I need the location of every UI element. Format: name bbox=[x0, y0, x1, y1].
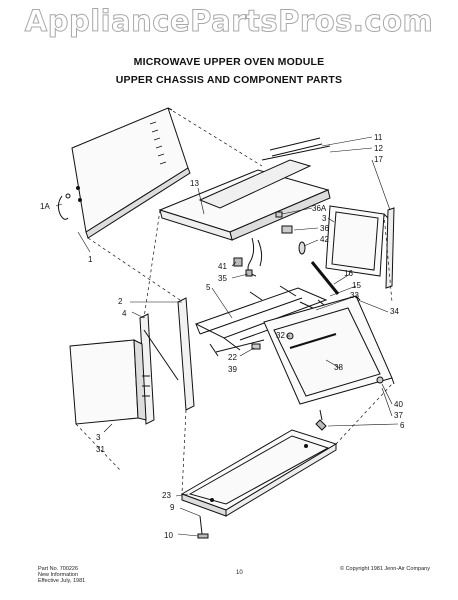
footer-effective-date: Effective July, 1981 bbox=[38, 578, 86, 584]
small-fasteners bbox=[251, 332, 384, 431]
footer-part-info: Part No. 700226 New Information Effectiv… bbox=[38, 566, 85, 584]
callout-23: 23 bbox=[162, 491, 171, 500]
callout-31: 31 bbox=[96, 445, 105, 454]
callout-labels: 11 12 17 13 1A 1 36A 3 36 42 41 35 16 15… bbox=[40, 133, 405, 540]
callout-3-left: 3 bbox=[96, 433, 101, 442]
callout-32: 32 bbox=[276, 331, 285, 340]
callout-33: 33 bbox=[350, 291, 359, 300]
callout-17: 17 bbox=[374, 155, 383, 164]
callout-39: 39 bbox=[228, 365, 237, 374]
right-side-panel bbox=[325, 205, 389, 277]
rod-16 bbox=[310, 261, 340, 295]
front-door-frame bbox=[263, 295, 395, 405]
callout-16: 16 bbox=[344, 269, 353, 278]
bracket-1a bbox=[57, 193, 71, 220]
callout-41: 41 bbox=[218, 262, 227, 271]
leader-lines bbox=[55, 136, 399, 537]
callout-2: 2 bbox=[118, 297, 123, 306]
guide-lines bbox=[75, 107, 393, 495]
foot-assembly bbox=[197, 515, 209, 539]
component-cluster bbox=[275, 211, 306, 255]
front-post-2 bbox=[177, 297, 195, 411]
callout-15: 15 bbox=[352, 281, 361, 290]
callout-9: 9 bbox=[170, 503, 175, 512]
callout-5: 5 bbox=[206, 283, 211, 292]
left-side-panel bbox=[69, 339, 150, 425]
callout-22: 22 bbox=[228, 353, 237, 362]
back-panel bbox=[71, 107, 191, 239]
footer-new-information: New Information bbox=[38, 572, 79, 578]
callout-1a: 1A bbox=[40, 202, 50, 211]
callout-12: 12 bbox=[374, 144, 383, 153]
footer-copyright: © Copyright 1981 Jenn-Air Company bbox=[340, 566, 430, 572]
wire-harness bbox=[233, 237, 263, 277]
watermark: AppliancePartsPros.com bbox=[24, 4, 434, 39]
callout-3-right: 3 bbox=[322, 214, 327, 223]
callout-40: 40 bbox=[394, 400, 403, 409]
callout-34: 34 bbox=[390, 307, 399, 316]
side-rail-17 bbox=[385, 207, 395, 289]
callout-42: 42 bbox=[320, 235, 329, 244]
top-chassis-panel bbox=[158, 137, 331, 241]
diagram-title: MICROWAVE UPPER OVEN MODULE bbox=[133, 56, 325, 68]
callout-13: 13 bbox=[190, 179, 199, 188]
footer-part-number: Part No. 700226 bbox=[38, 566, 79, 572]
callout-37: 37 bbox=[394, 411, 403, 420]
page-number: 10 bbox=[236, 570, 243, 576]
callout-6: 6 bbox=[400, 421, 405, 430]
bottom-panel bbox=[180, 429, 338, 517]
callout-11: 11 bbox=[374, 133, 383, 142]
diagram-subtitle: UPPER CHASSIS AND COMPONENT PARTS bbox=[115, 74, 343, 86]
callout-4: 4 bbox=[122, 309, 127, 318]
callout-36: 36 bbox=[320, 224, 329, 233]
callout-38: 38 bbox=[334, 363, 343, 372]
callout-36a: 36A bbox=[312, 204, 327, 213]
callout-1: 1 bbox=[88, 255, 93, 264]
callout-35: 35 bbox=[218, 274, 227, 283]
callout-10: 10 bbox=[164, 531, 173, 540]
